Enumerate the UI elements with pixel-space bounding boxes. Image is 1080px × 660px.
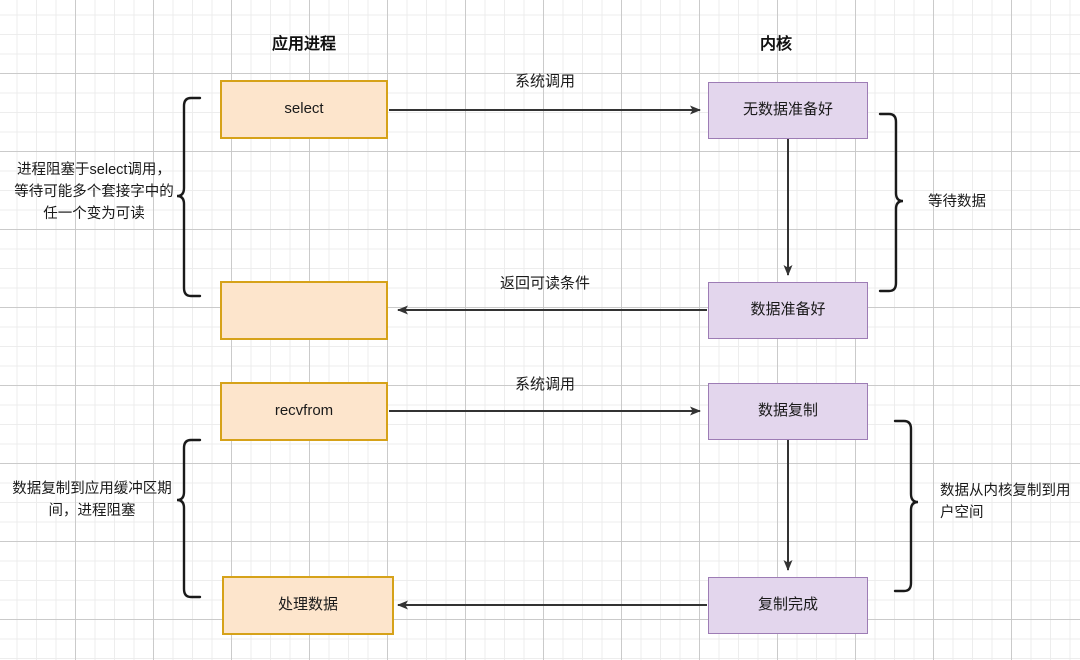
node-app-blocked-box[interactable] [220, 281, 388, 340]
edge-label-return-readable: 返回可读条件 [499, 275, 590, 292]
column-header-kernel: 内核 [760, 36, 793, 53]
column-header-app-process: 应用进程 [272, 36, 337, 53]
brace-right-bottom [893, 419, 919, 593]
node-data-copy[interactable]: 数据复制 [708, 383, 868, 440]
edge-label-syscall-select: 系统调用 [514, 73, 575, 90]
node-no-data-ready[interactable]: 无数据准备好 [708, 82, 868, 139]
node-select[interactable]: select [220, 80, 388, 139]
note-left-bottom: 数据复制到应用缓冲区期间，进程阻塞 [12, 481, 172, 519]
note-right-top: 等待数据 [928, 194, 986, 210]
node-data-ready[interactable]: 数据准备好 [708, 282, 868, 339]
edge-label-syscall-recvfrom: 系统调用 [514, 376, 575, 393]
brace-right-top [878, 112, 904, 293]
brace-left-top [176, 96, 202, 298]
note-right-bottom: 数据从内核复制到用户空间 [940, 483, 1071, 521]
node-recvfrom[interactable]: recvfrom [220, 382, 388, 441]
brace-left-bottom [176, 438, 202, 599]
node-process-data[interactable]: 处理数据 [222, 576, 394, 635]
node-copy-complete[interactable]: 复制完成 [708, 577, 868, 634]
note-left-top: 进程阻塞于select调用，等待可能多个套接字中的任一个变为可读 [14, 162, 174, 222]
